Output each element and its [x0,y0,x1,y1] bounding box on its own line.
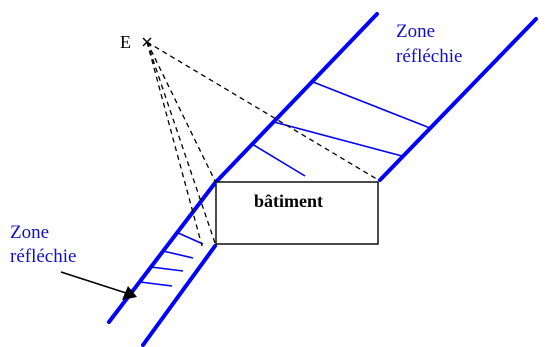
road [107,12,538,347]
arrow-shaft [60,271,127,294]
zone-upper-label-line2: réfléchie [396,46,462,67]
zone-lower-label-line1: Zone [10,222,49,243]
arrow-head [122,286,137,300]
hatch-line [139,281,173,287]
hatch-line [162,250,194,259]
reflection-hatching-lower [139,231,204,287]
zone-upper-label-line1: Zone [396,21,435,42]
ray-to-building-top-left [146,41,217,184]
reflection-hatching-upper [251,81,431,177]
hatch-line [175,231,204,245]
road-left-edge-upper [213,12,379,185]
road-right-edge-lower [141,244,217,347]
rays [146,41,381,247]
zone-lower-label-line2: réfléchie [10,246,76,267]
ray-to-building-bottom-left [146,41,217,247]
hatch-line [312,81,431,129]
building-label: bâtiment [254,191,323,211]
emitter-label: E [120,32,131,52]
ray-to-lower-road [146,41,203,247]
road-left-edge-lower [107,181,217,324]
ray-to-building-top-right [146,41,381,182]
hatch-line [251,143,306,177]
hatch-line [150,266,184,272]
arrow-icon [60,271,137,300]
building-rect [215,181,379,245]
hatch-line [273,121,403,157]
emitter-marker-icon [142,37,152,47]
road-right-edge-upper [378,17,538,182]
